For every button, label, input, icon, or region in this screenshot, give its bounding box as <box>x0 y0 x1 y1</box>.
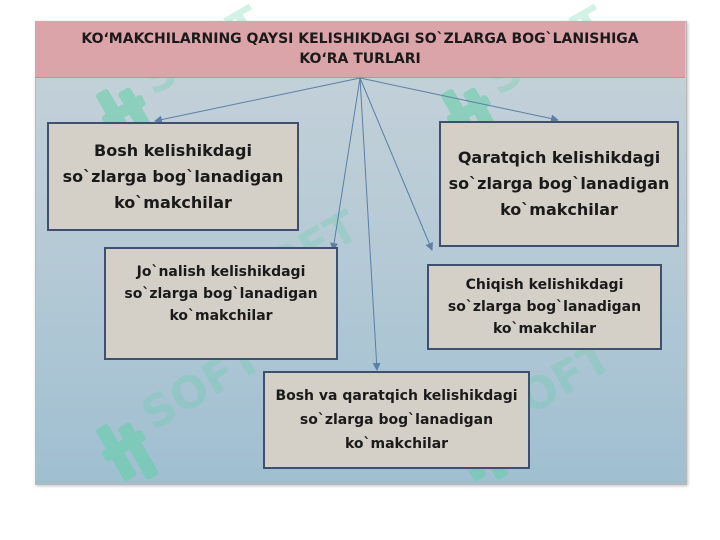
node-bosh-qaratqich-label: Bosh va qaratqich kelishikdagi so`zlarga… <box>275 388 518 452</box>
node-bosh-label: Bosh kelishikdagi so`zlarga bog`lanadiga… <box>62 140 284 212</box>
node-bosh: Bosh kelishikdagi so`zlarga bog`lanadiga… <box>47 122 299 231</box>
node-bosh-qaratqich: Bosh va qaratqich kelishikdagi so`zlarga… <box>263 371 530 469</box>
node-jonalish: Jo`nalish kelishikdagi so`zlarga bog`lan… <box>104 247 338 360</box>
node-jonalish-label: Jo`nalish kelishikdagi so`zlarga bog`lan… <box>124 264 318 324</box>
diagram-title-text: KO‘MAKCHILARNING QAYSI KELISHIKDAGI SO`Z… <box>81 31 639 67</box>
node-chiqish-label: Chiqish kelishikdagi so`zlarga bog`lanad… <box>447 277 642 337</box>
diagram-title: KO‘MAKCHILARNING QAYSI KELISHIKDAGI SO`Z… <box>35 21 685 78</box>
node-chiqish: Chiqish kelishikdagi so`zlarga bog`lanad… <box>427 264 662 350</box>
node-qaratqich-label: Qaratqich kelishikdagi so`zlarga bog`lan… <box>448 148 670 219</box>
node-qaratqich: Qaratqich kelishikdagi so`zlarga bog`lan… <box>439 121 679 247</box>
